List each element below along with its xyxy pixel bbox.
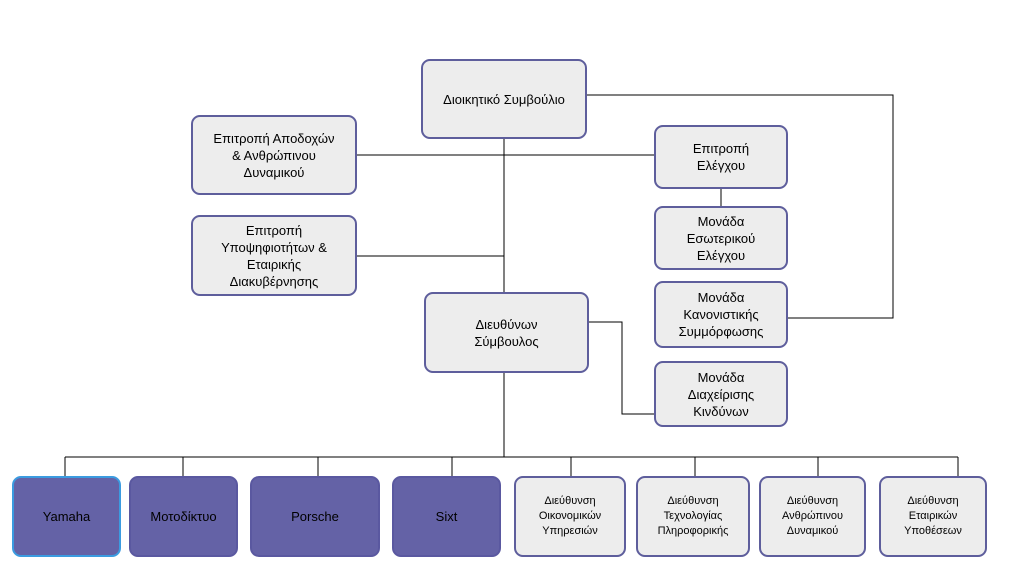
- brand-box-yamaha: Yamaha: [12, 476, 121, 557]
- division-box-corporate-affairs: Διεύθυνση Εταιρικών Υποθέσεων: [879, 476, 987, 557]
- division-box-it: Διεύθυνση Τεχνολογίας Πληροφορικής: [636, 476, 750, 557]
- internal-audit-unit-box: Μονάδα Εσωτερικού Ελέγχου: [654, 206, 788, 270]
- risk-unit-box: Μονάδα Διαχείρισης Κινδύνων: [654, 361, 788, 427]
- audit-committee-box: Επιτροπή Ελέγχου: [654, 125, 788, 189]
- compliance-unit-box: Μονάδα Κανονιστικής Συμμόρφωσης: [654, 281, 788, 348]
- nominations-committee-box: Επιτροπή Υποψηφιοτήτων & Εταιρικής Διακυ…: [191, 215, 357, 296]
- remuneration-committee-box: Επιτροπή Αποδοχών & Ανθρώπινου Δυναμικού: [191, 115, 357, 195]
- brand-box-motodiktyo: Μοτοδίκτυο: [129, 476, 238, 557]
- division-box-finance: Διεύθυνση Οικονομικών Υπηρεσιών: [514, 476, 626, 557]
- brand-box-sixt: Sixt: [392, 476, 501, 557]
- board-of-directors-box: Διοικητικό Συμβούλιο: [421, 59, 587, 139]
- ceo-box: Διευθύνων Σύμβουλος: [424, 292, 589, 373]
- connector-ceo-risk: [588, 321, 655, 415]
- brand-box-porsche: Porsche: [250, 476, 380, 557]
- division-box-hr: Διεύθυνση Ανθρώπινου Δυναμικού: [759, 476, 866, 557]
- connector-board-compliance: [586, 94, 894, 319]
